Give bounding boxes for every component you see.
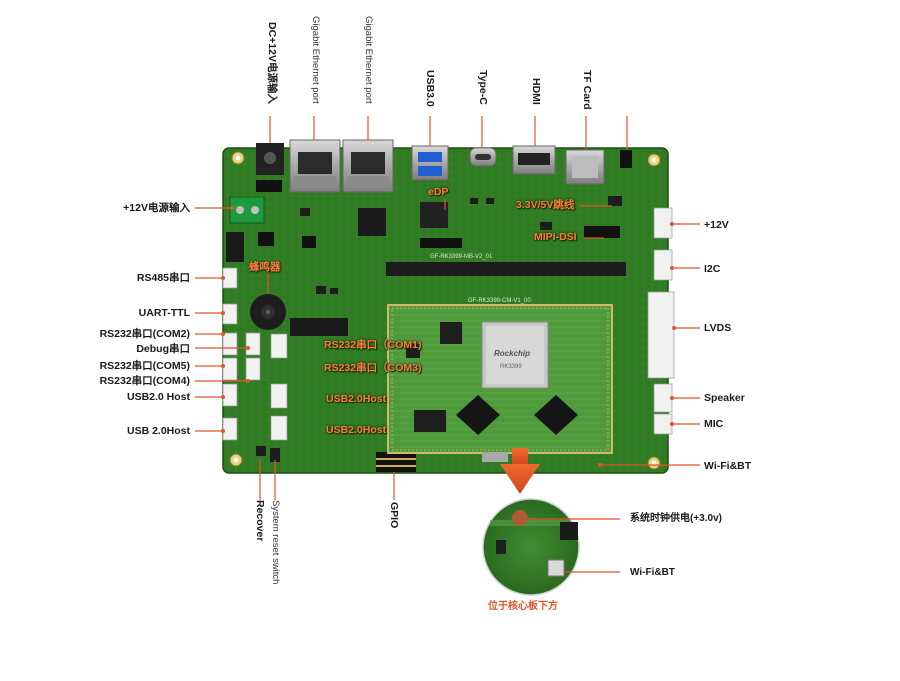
hdmi-port — [512, 145, 556, 175]
battery-holder — [620, 150, 632, 168]
i2c-label: I2C — [704, 263, 721, 275]
usb20-host-1-label: USB2.0 Host — [126, 391, 190, 403]
inset-wifi-bt-label: Wi-Fi&BT — [630, 567, 675, 578]
dc-jack — [256, 143, 284, 175]
tf-card-label: TF Card — [581, 70, 593, 110]
down-arrow — [500, 448, 540, 494]
edp-label: eDP — [428, 186, 449, 198]
ethernet-port-2 — [342, 139, 394, 193]
dc-input-top-label: DC+12V电源输入 — [266, 22, 278, 104]
tf-card-slot — [565, 149, 605, 185]
power-switch — [226, 232, 244, 262]
left-connectors — [222, 267, 288, 441]
typec-label: Type-C — [477, 70, 489, 105]
typec-port — [469, 147, 497, 167]
uart-ttl-label: UART-TTL — [138, 307, 190, 319]
rs232-com3-label: RS232串口（COM3) — [324, 362, 422, 374]
flash-chip — [414, 410, 446, 432]
hdmi-label: HDMI — [530, 78, 542, 105]
buzzer-label: 蜂鸣器 — [249, 261, 281, 273]
rs232-com1-label: RS232串口（COM1) — [324, 339, 422, 351]
rs485-label: RS485串口 — [136, 272, 190, 284]
rs232-com5-label: RS232串口(COM5) — [99, 360, 190, 372]
m2-slot — [290, 318, 348, 336]
rk3399-soc — [481, 321, 549, 389]
chip-part: RK3399 — [500, 364, 522, 370]
usb20-host-2-label: USB 2.0Host — [126, 425, 190, 437]
rtc-power-label: 系统时钟供电(+3.0v) — [630, 513, 722, 524]
gbe-port-2-label: Gigabit Ethernet port — [363, 16, 374, 104]
edp-header — [420, 202, 462, 248]
debug-label: Debug串口 — [136, 343, 190, 355]
rs232-com4-label: RS232串口(COM4) — [99, 375, 190, 387]
buzzer — [250, 294, 286, 330]
terminal-block — [229, 196, 265, 224]
inset-caption: 位于核心板下方 — [488, 601, 558, 612]
ethernet-port-1 — [289, 139, 341, 193]
gpio-label: GPIO — [388, 502, 400, 529]
mipi-dsi-label: MIPI-DSI — [534, 231, 577, 243]
ram-chip-1 — [456, 395, 500, 435]
gbe-port-1-label: Gigabit Ethernet port — [310, 16, 321, 104]
recover-label: Recover — [254, 500, 266, 542]
right-connectors — [647, 207, 675, 435]
chip-brand: Rockchip — [494, 349, 530, 358]
core-model: GF-RK3399-CM-V1_00 — [468, 298, 531, 304]
jumper-label: 3.3V/5V跳线 — [516, 199, 575, 211]
usb-host-a-label: USB2.0Host — [326, 393, 387, 405]
wifi-bt-right-label: Wi-Fi&BT — [704, 460, 752, 472]
dc12-left-label: +12V电源输入 — [123, 202, 190, 214]
baseboard-model: GF-RK3399-MB-V2_01 — [430, 254, 493, 260]
core-board — [387, 304, 613, 462]
speaker-label: Speaker — [704, 392, 745, 404]
usb3-label: USB3.0 — [424, 70, 436, 107]
mipi-dsi-connector — [584, 226, 620, 238]
inset-magnifier — [482, 498, 580, 596]
rs232-com2-label: RS232串口(COM2) — [99, 328, 190, 340]
core-slot — [386, 262, 626, 276]
usb-host-b-label: USB2.0Host — [326, 424, 387, 436]
rtc-battery — [512, 510, 528, 526]
plus12v-right-label: +12V — [704, 219, 729, 231]
leader-lines — [195, 116, 700, 573]
ram-chip-2 — [534, 395, 578, 435]
lvds-label: LVDS — [704, 322, 732, 334]
gpio-header — [376, 452, 416, 472]
reset-switch-label: System reset switch — [270, 500, 281, 585]
mic-label: MIC — [704, 418, 724, 430]
usb3-port — [411, 145, 449, 181]
